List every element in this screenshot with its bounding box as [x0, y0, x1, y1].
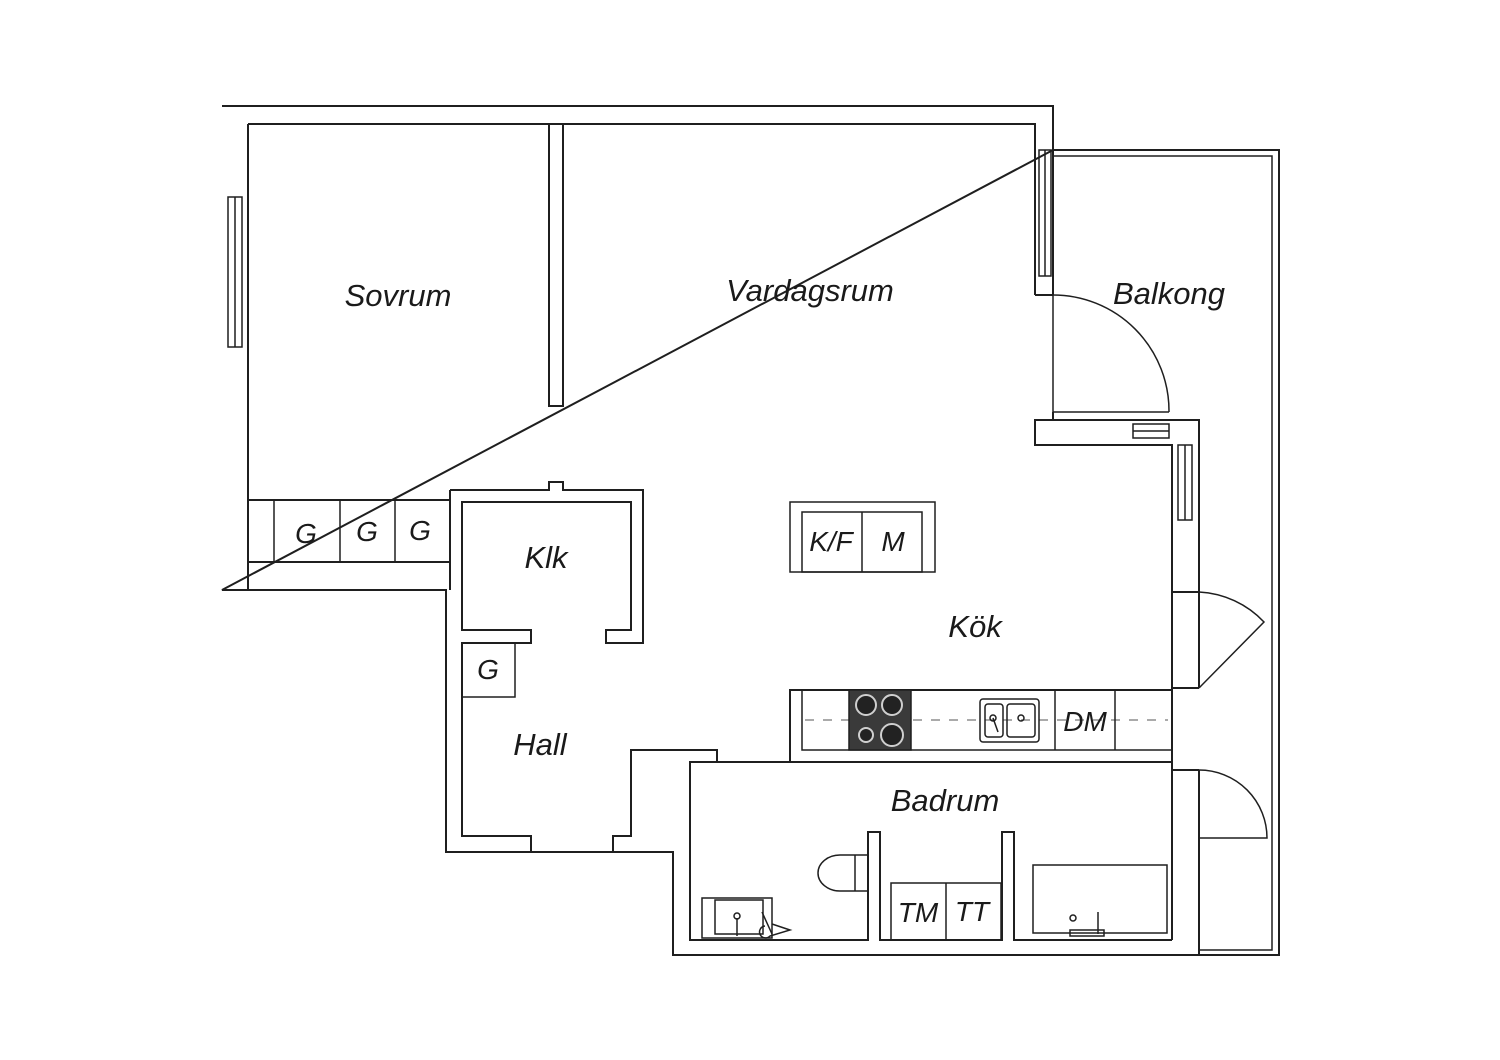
toilet-icon — [817, 854, 869, 892]
window-icon — [1177, 444, 1193, 521]
kf-m-unit — [789, 501, 936, 573]
fixture-label-tm: TM — [898, 897, 939, 928]
room-label-vardagsrum: Vardagsrum — [726, 273, 894, 308]
outer-walls — [221, 105, 1280, 956]
door-swing-icon — [1198, 769, 1268, 839]
room-label-sovrum: Sovrum — [345, 278, 452, 313]
fixture-label-tt: TT — [955, 896, 991, 927]
fixture-label-g1: G — [295, 518, 317, 549]
room-label-hall: Hall — [513, 727, 568, 762]
stove-icon — [848, 689, 912, 751]
washbasin-icon — [701, 897, 793, 939]
room-label-balkong: Balkong — [1113, 276, 1225, 311]
fixture-label-g4: G — [477, 654, 499, 685]
interior-walls — [247, 123, 1200, 955]
bathtub-icon — [1032, 864, 1168, 937]
window-icon — [227, 196, 243, 348]
door-swing-icon — [1198, 591, 1266, 689]
fixture-label-g3: G — [409, 515, 431, 546]
fixture-label-kf: K/F — [809, 526, 854, 557]
room-label-klk: Klk — [524, 540, 569, 575]
room-label-kok: Kök — [948, 609, 1003, 644]
hall-wardrobe — [461, 642, 516, 698]
tm-tt-unit — [890, 882, 1002, 941]
window-icon — [1132, 423, 1170, 439]
fixture-label-m: M — [881, 526, 905, 557]
fixture-label-g2: G — [356, 516, 378, 547]
room-label-badrum: Badrum — [891, 783, 1000, 818]
sink-icon — [979, 698, 1040, 743]
window-icon — [1038, 149, 1052, 277]
fixture-label-dm: DM — [1063, 706, 1107, 737]
door-swing-icon — [1052, 294, 1170, 413]
wardrobe-row — [273, 500, 396, 562]
